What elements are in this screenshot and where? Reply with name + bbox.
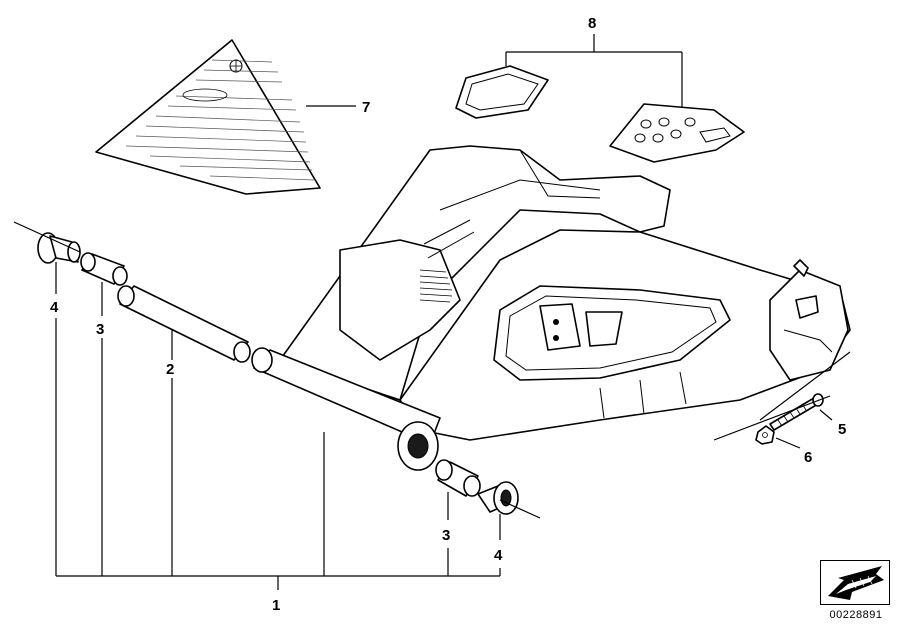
bushing-right[interactable] bbox=[435, 459, 481, 497]
pivot-spacer-tube[interactable] bbox=[117, 285, 251, 363]
bushing-left[interactable] bbox=[80, 252, 128, 286]
screw[interactable] bbox=[769, 393, 824, 431]
leader-lines bbox=[13, 34, 851, 590]
callout-7: 7 bbox=[362, 99, 370, 116]
callout-2: 2 bbox=[166, 361, 174, 378]
callout-4-left: 4 bbox=[50, 299, 59, 316]
reference-icon-box bbox=[820, 560, 890, 605]
cover-plate-side[interactable] bbox=[609, 103, 745, 163]
nut[interactable] bbox=[755, 425, 775, 445]
callout-3-right: 3 bbox=[442, 527, 450, 544]
flange-bushing-left[interactable] bbox=[37, 232, 81, 264]
callout-5: 5 bbox=[838, 421, 846, 438]
flange-bushing-right[interactable] bbox=[477, 481, 519, 515]
diagram-reference-number: 00228891 bbox=[829, 609, 883, 621]
callout-3-left: 3 bbox=[96, 321, 104, 338]
callout-labels: 1 2 3 3 4 4 5 6 7 8 bbox=[50, 15, 846, 614]
direction-arrow-icon bbox=[828, 566, 884, 600]
callout-8: 8 bbox=[588, 15, 596, 32]
callout-4-right: 4 bbox=[494, 547, 503, 564]
cover-plate-top[interactable] bbox=[455, 65, 549, 119]
callout-1: 1 bbox=[272, 597, 280, 614]
warning-label-sticker[interactable] bbox=[95, 39, 321, 195]
swingarm[interactable] bbox=[251, 145, 851, 471]
callout-6: 6 bbox=[804, 449, 812, 466]
